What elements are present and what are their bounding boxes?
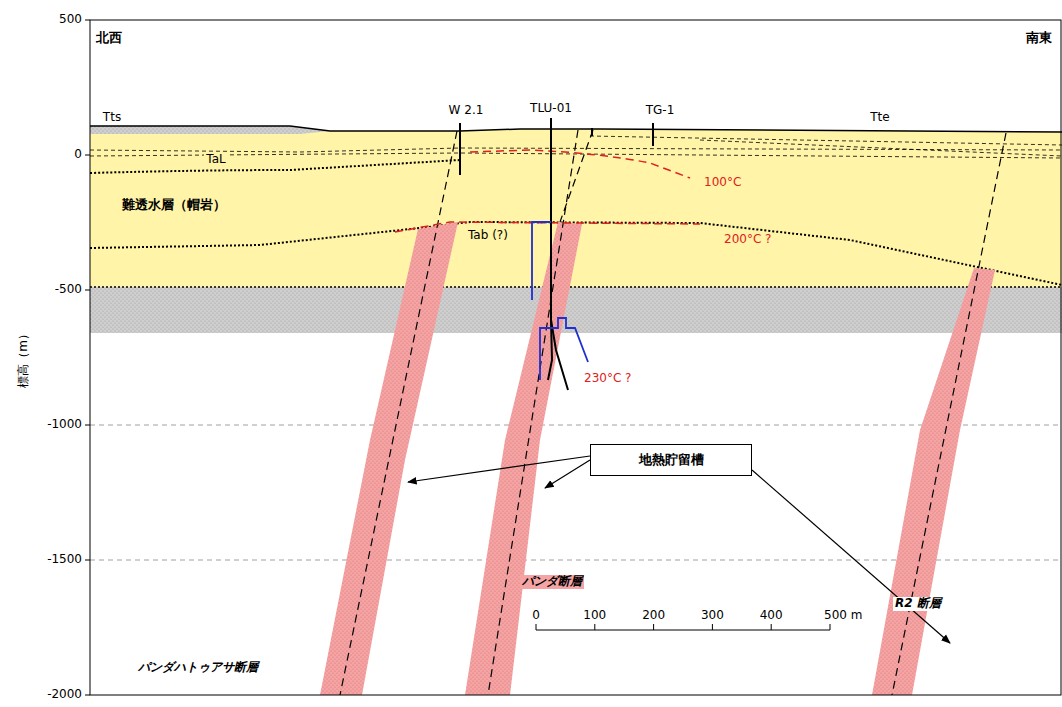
axis-label: -2000 xyxy=(47,688,82,702)
plot-frame xyxy=(90,20,1061,695)
fault-name: パンダハトゥアサ断層 xyxy=(136,661,260,675)
axis-tick xyxy=(85,20,90,695)
axis-title: 標高（m） xyxy=(17,328,31,388)
casing xyxy=(532,222,588,380)
well-name: W 2.1 xyxy=(449,104,484,118)
layer-boundary xyxy=(90,136,1062,287)
ground-surface xyxy=(90,126,1062,132)
fault-name: R2 断層 xyxy=(893,597,943,611)
isotherm xyxy=(395,150,700,232)
axis-label: -1000 xyxy=(47,418,82,432)
well xyxy=(460,118,653,390)
direction-label: 北西 xyxy=(96,31,122,46)
temperature-label: 200°C ? xyxy=(722,233,773,247)
grey-layer xyxy=(90,287,1062,333)
temperature-label: 230°C ? xyxy=(582,372,633,386)
well-name: TG-1 xyxy=(646,104,675,118)
leader-arrow xyxy=(408,456,950,643)
scale-label: 200 xyxy=(642,609,665,623)
layer-name: 難透水層（帽岩） xyxy=(120,198,228,213)
formation-label: TaL xyxy=(204,153,227,167)
direction-label: 南東 xyxy=(1026,31,1052,46)
scale-label: 0 xyxy=(532,609,540,623)
scale-label: 100 xyxy=(583,609,606,623)
formation-label: Tts xyxy=(103,111,121,125)
fault-line xyxy=(340,130,1006,695)
fault-name: パンダ断層 xyxy=(520,575,584,589)
box-label: 地熱貯留槽 xyxy=(639,451,704,469)
reservoir-zone xyxy=(320,222,995,695)
scale-label: 400 xyxy=(760,609,783,623)
well-name: TLU-01 xyxy=(530,102,572,116)
formation-label: Tte xyxy=(868,111,891,125)
axis-label: 0 xyxy=(74,148,82,162)
axis-label: -1500 xyxy=(47,553,82,567)
scale-label: 300 xyxy=(701,609,724,623)
temperature-label: 100°C xyxy=(702,176,743,190)
cap-rock-layer xyxy=(90,129,1062,287)
axis-label: 500 xyxy=(59,13,82,27)
scale-bar xyxy=(536,624,830,630)
axis-label: -500 xyxy=(55,283,82,297)
scale-label: 500 m xyxy=(824,609,862,623)
callout-box: 地熱貯留槽 xyxy=(590,444,752,476)
formation-label: Tab (?) xyxy=(466,229,510,243)
